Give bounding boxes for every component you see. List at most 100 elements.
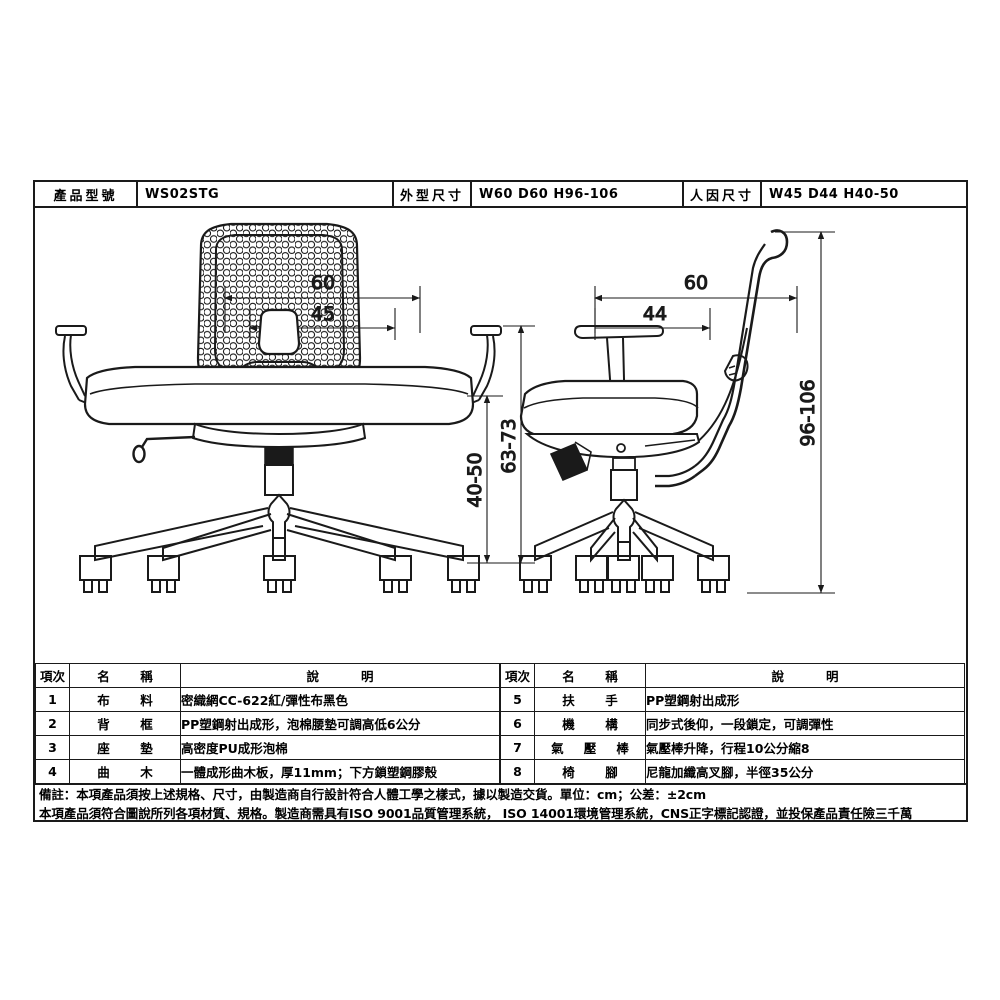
row-no: 8 xyxy=(500,759,535,784)
gas-cylinder-lower xyxy=(264,464,294,496)
caster xyxy=(575,555,608,593)
model-number-label: 產品型號 xyxy=(35,182,138,206)
row-name-char: 椅 xyxy=(562,765,575,780)
row-name: 曲 木 xyxy=(69,759,181,784)
lumbar-support-pad xyxy=(257,308,301,356)
caster xyxy=(519,555,552,593)
seat-height-40-50-text: 40-50 xyxy=(464,452,486,507)
seat-base-plate xyxy=(191,422,367,449)
seat-height-dimension-40-50 xyxy=(467,395,503,564)
caster xyxy=(697,555,730,593)
note-line-2: 本項產品須符合圖說所列各項材質、規格。製造商需具有ISO 9001品質管理系統，… xyxy=(39,806,913,821)
tilt-tension-knob xyxy=(549,441,592,482)
table-row: 2 背 框 PP塑鋼射出成形，泡棉腰墊可調高低6公分 xyxy=(35,711,500,736)
technical-drawing-area: 60 45 xyxy=(35,208,966,663)
row-name-char: 框 xyxy=(140,717,153,732)
side-depth-60-text: 60 xyxy=(684,272,708,294)
table-header-row: 項次 名 稱 說 明 xyxy=(35,663,500,688)
caster xyxy=(79,555,112,593)
row-no: 6 xyxy=(500,711,535,736)
col-header-name-char2: 稱 xyxy=(605,669,618,684)
row-no: 2 xyxy=(35,711,70,736)
row-desc: 密織網CC-622紅/彈性布黑色 xyxy=(180,687,500,712)
row-name-char: 料 xyxy=(140,693,153,708)
row-desc: 氣壓棒升降，行程10公分縮8 xyxy=(645,735,965,760)
col-header-desc-char1: 說 xyxy=(306,669,319,684)
col-header-name: 名 稱 xyxy=(534,663,646,688)
row-desc: 同步式後仰，一段鎖定，可調彈性 xyxy=(645,711,965,736)
col-header-no: 項次 xyxy=(500,663,535,688)
caster xyxy=(379,555,412,593)
caster xyxy=(447,555,480,593)
table-row: 1 布 料 密織網CC-622紅/彈性布黑色 xyxy=(35,687,500,712)
component-specification-tables: 項次 名 稱 說 明 xyxy=(35,663,966,820)
armrest-right xyxy=(468,325,502,405)
col-header-desc-char2: 明 xyxy=(826,669,839,684)
row-name: 布 料 xyxy=(69,687,181,712)
col-header-name-char2: 稱 xyxy=(140,669,153,684)
row-name: 背 框 xyxy=(69,711,181,736)
side-seat-depth-44-text: 44 xyxy=(643,303,667,325)
row-name: 座 墊 xyxy=(69,735,181,760)
side-elevation-office-chair xyxy=(519,229,789,593)
table-row: 3 座 墊 高密度PU成形泡棉 xyxy=(35,735,500,760)
backrest-inner-edge xyxy=(694,243,766,467)
front-elevation-office-chair xyxy=(55,222,502,593)
row-name-char: 機 xyxy=(562,717,575,732)
col-header-name-char1: 名 xyxy=(97,669,110,684)
row-name-char: 扶 xyxy=(562,693,575,708)
row-name: 扶 手 xyxy=(534,687,646,712)
col-header-name: 名 稱 xyxy=(69,663,181,688)
armrest-height-63-73-text: 63-73 xyxy=(498,418,520,473)
total-height-dimension-96-106 xyxy=(747,231,835,594)
spec-table-left: 項次 名 稱 說 明 xyxy=(35,663,500,784)
table-row: 8 椅 腳 尼龍加纖高叉腳，半徑35公分 xyxy=(500,759,965,784)
table-row: 4 曲 木 一體成形曲木板，厚11mm；下方鎖塑鋼膠殼 xyxy=(35,759,500,784)
col-header-name-char1: 名 xyxy=(562,669,575,684)
row-no: 3 xyxy=(35,735,70,760)
table-header-row: 項次 名 稱 說 明 xyxy=(500,663,965,688)
row-name-char: 手 xyxy=(605,693,618,708)
casters xyxy=(79,555,480,593)
side-gas-cylinder xyxy=(610,469,638,501)
row-name-char: 氣 xyxy=(551,741,564,756)
row-name-char: 棒 xyxy=(616,741,629,756)
caster xyxy=(147,555,180,593)
caster xyxy=(263,555,296,593)
side-seat-cushion xyxy=(519,379,699,438)
total-height-96-106-text: 96-106 xyxy=(797,379,819,446)
side-casters xyxy=(519,555,730,593)
model-number-value: WS02STG xyxy=(138,182,394,206)
outer-dimension-value: W60 D60 H96-106 xyxy=(472,182,684,206)
armrest-left xyxy=(55,325,90,405)
row-name-char: 座 xyxy=(97,741,110,756)
row-name-char: 布 xyxy=(97,693,110,708)
col-header-desc-char2: 明 xyxy=(361,669,374,684)
row-name-char: 壓 xyxy=(583,741,597,756)
gas-cylinder-upper xyxy=(264,446,294,466)
row-name-char: 墊 xyxy=(140,741,153,756)
row-name-char: 構 xyxy=(605,717,618,732)
row-no: 4 xyxy=(35,759,70,784)
row-name: 氣 壓 棒 xyxy=(534,735,646,760)
height-adjust-lever xyxy=(132,435,196,464)
row-name: 椅 腳 xyxy=(534,759,646,784)
lumbar-bracket xyxy=(723,354,749,382)
specification-sheet: 產品型號 WS02STG 外型尺寸 W60 D60 H96-106 人因尺寸 W… xyxy=(33,180,968,822)
table-row: 7 氣 壓 棒 氣壓棒升降，行程10公分縮8 xyxy=(500,735,965,760)
table-row: 6 機 構 同步式後仰，一段鎖定，可調彈性 xyxy=(500,711,965,736)
backrest-outer-edge xyxy=(694,229,789,478)
row-desc: 一體成形曲木板，厚11mm；下方鎖塑鋼膠殼 xyxy=(180,759,500,784)
row-no: 1 xyxy=(35,687,70,712)
col-header-desc: 說 明 xyxy=(645,663,965,688)
seat-cushion xyxy=(83,365,475,426)
outer-dimension-label: 外型尺寸 xyxy=(394,182,472,206)
spec-table-right: 項次 名 稱 說 明 xyxy=(500,663,965,784)
row-desc: PP塑鋼射出成形，泡棉腰墊可調高低6公分 xyxy=(180,711,500,736)
note-line-1: 備註：本項產品須按上述規格、尺寸，由製造商自行設計符合人體工學之樣式，據以製造交… xyxy=(39,787,707,802)
col-header-desc: 說 明 xyxy=(180,663,500,688)
ergonomic-dimension-label: 人因尺寸 xyxy=(684,182,762,206)
ergonomic-dimension-value: W45 D44 H40-50 xyxy=(769,186,899,202)
header-row: 產品型號 WS02STG 外型尺寸 W60 D60 H96-106 人因尺寸 W… xyxy=(35,182,966,208)
row-name: 機 構 xyxy=(534,711,646,736)
